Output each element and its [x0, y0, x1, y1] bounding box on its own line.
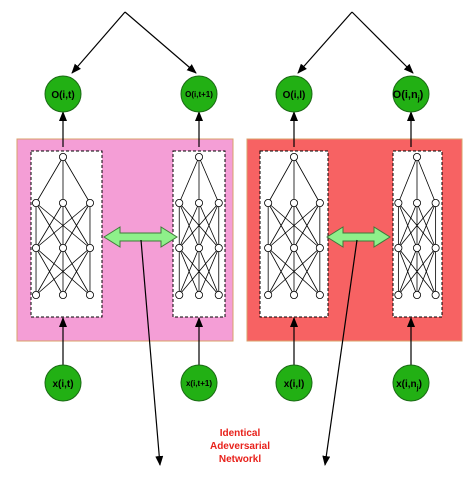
bottom-arrow-right — [322, 239, 358, 466]
network-box-right-1 — [259, 150, 329, 318]
svg-text:x(i,l): x(i,l) — [284, 379, 305, 390]
output-node-right-2: O(i,nj) — [392, 75, 430, 113]
top-arrow-left-b — [124, 11, 197, 74]
network-neuron — [32, 198, 41, 207]
svg-text:O(i,t): O(i,t) — [51, 90, 74, 101]
network-neuron — [412, 152, 421, 161]
svg-text:x(i,t+1): x(i,t+1) — [186, 379, 212, 388]
top-arrow-left-a — [71, 11, 126, 74]
network-neuron — [412, 243, 421, 252]
network-neuron — [394, 243, 403, 252]
network-neuron — [59, 198, 68, 207]
input-node-right-1: x(i,l) — [275, 364, 313, 402]
network-neuron — [175, 243, 184, 252]
network-neuron — [59, 152, 68, 161]
network-neuron — [85, 243, 94, 252]
network-neuron — [194, 152, 203, 161]
output-node-right-1: O(i,l) — [275, 75, 313, 113]
network-box-left-1 — [30, 150, 103, 318]
network-neuron — [264, 290, 273, 299]
double-arrow-right — [326, 226, 391, 248]
network-neuron — [264, 198, 273, 207]
network-neuron — [264, 243, 273, 252]
caption-line-1: Identical — [219, 428, 261, 439]
network-neuron — [315, 290, 324, 299]
network-neuron — [194, 198, 203, 207]
network-neuron — [214, 290, 223, 299]
network-box-right-2 — [392, 150, 443, 318]
input-node-left-2: x(i,t+1) — [180, 364, 218, 402]
input-node-right-2: x(i,nj) — [392, 364, 430, 402]
network-neuron — [32, 243, 41, 252]
svg-text:O(i,nj): O(i,nj) — [393, 89, 424, 103]
svg-text:x(i,t): x(i,t) — [52, 379, 73, 390]
network-neuron — [412, 198, 421, 207]
network-box-left-2 — [172, 150, 226, 318]
network-neuron — [194, 243, 203, 252]
svg-text:O(i,t+1): O(i,t+1) — [185, 90, 213, 99]
svg-text:x(i,nj): x(i,nj) — [396, 379, 422, 392]
network-neuron — [175, 198, 184, 207]
top-arrow-right-a — [297, 11, 353, 74]
caption-line-3: Networkl — [218, 454, 262, 465]
network-neuron — [59, 290, 68, 299]
network-neuron — [412, 290, 421, 299]
network-boxes — [30, 150, 443, 318]
top-arrow-right-b — [351, 11, 414, 74]
network-neuron — [289, 198, 298, 207]
network-neuron — [289, 243, 298, 252]
svg-text:O(i,l): O(i,l) — [283, 90, 306, 101]
network-neuron — [315, 198, 324, 207]
caption-text: Identical Adeversarial Networkl — [185, 427, 295, 466]
input-node-left-1: x(i,t) — [44, 364, 82, 402]
caption-line-2: Adeversarial — [209, 441, 271, 452]
network-neuron — [431, 198, 440, 207]
bottom-arrow-left — [140, 239, 164, 466]
network-neuron — [59, 243, 68, 252]
network-neuron — [431, 243, 440, 252]
network-neuron — [32, 290, 41, 299]
network-neuron — [175, 290, 184, 299]
output-node-left-2: O(i,t+1) — [180, 75, 218, 113]
network-neuron — [289, 290, 298, 299]
output-node-left-1: O(i,t) — [44, 75, 82, 113]
double-arrow-left — [103, 226, 178, 248]
network-neuron — [315, 243, 324, 252]
network-neuron — [214, 243, 223, 252]
network-neuron — [289, 152, 298, 161]
network-neuron — [214, 198, 223, 207]
network-neuron — [85, 290, 94, 299]
network-neuron — [194, 290, 203, 299]
network-neuron — [85, 198, 94, 207]
network-neuron — [394, 290, 403, 299]
network-neuron — [394, 198, 403, 207]
vertical-arrows — [59, 111, 415, 365]
network-neuron — [431, 290, 440, 299]
